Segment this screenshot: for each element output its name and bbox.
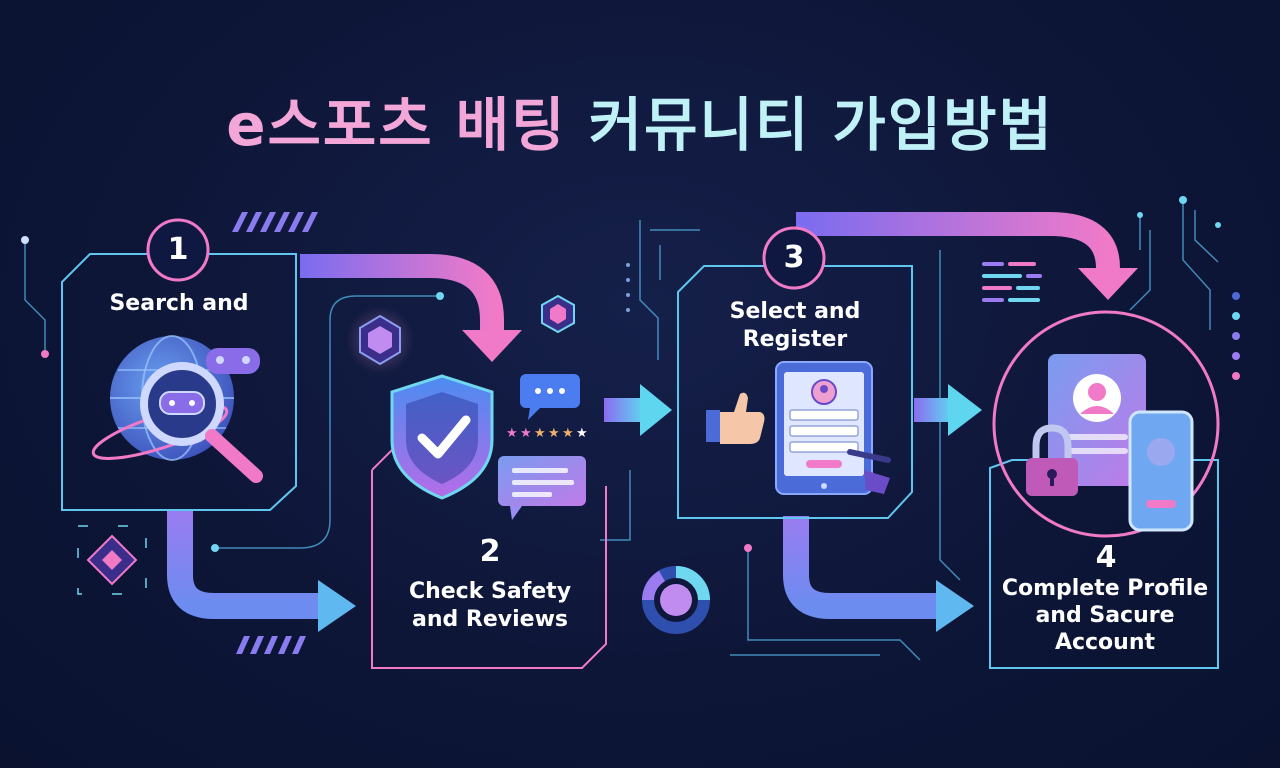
node-dot: [211, 544, 219, 552]
svg-text:★: ★: [576, 426, 588, 441]
profile-card-icon: [1048, 354, 1146, 486]
step4-label-line1: Complete Profile: [1001, 576, 1209, 601]
step1-number-circle: [146, 218, 210, 282]
ring-chart-icon: [642, 566, 710, 634]
lock-icon: [1026, 424, 1078, 496]
step4-number: 4: [1095, 540, 1117, 575]
rating-stars-icon: ★ ★ ★ ★ ★ ★: [506, 426, 588, 441]
page-title: e스포츠 배팅 커뮤니티 가입방법: [0, 78, 1280, 162]
bar-lines: [982, 262, 1042, 302]
node-dot: [21, 236, 29, 244]
step2-label-line1: Check Safety: [408, 579, 572, 604]
step1-frame: [61, 253, 297, 511]
chat-bubble-icon: [520, 374, 580, 420]
step3-label-line1: Select and: [729, 299, 861, 324]
svg-text:★: ★: [506, 426, 518, 441]
step1-label: Search and: [70, 290, 288, 318]
node-dot: [744, 544, 752, 552]
node-dot: [1137, 212, 1143, 218]
step3-number: 3: [783, 240, 805, 275]
svg-text:★: ★: [548, 426, 560, 441]
node-dot: [1215, 222, 1221, 228]
node-dot: [1179, 196, 1187, 204]
circuit-lines: [24, 200, 1219, 661]
title-part-pink: e스포츠 배팅: [226, 91, 567, 159]
step2-frame: [371, 470, 607, 669]
step4-label: Complete Profile and Sacure Account: [994, 576, 1216, 656]
step4-ring: [992, 310, 1220, 538]
step4-frame: [989, 459, 1219, 669]
thumbs-up-icon: [706, 392, 765, 444]
step2-number: 2: [479, 534, 501, 569]
diamond-target-icon: [77, 525, 147, 595]
tablet-form-icon: [775, 361, 891, 495]
step1-number: 1: [167, 232, 189, 267]
arrow-step2-to-step3: [604, 384, 672, 436]
gem-icon: [346, 306, 414, 374]
title-part-cyan: 커뮤니티 가입방법: [588, 91, 1054, 159]
svg-text:★: ★: [534, 426, 546, 441]
review-bubble-icon: [498, 456, 586, 520]
step2-label: Check Safety and Reviews: [380, 578, 600, 633]
step3-label: Select and Register: [686, 298, 904, 353]
dot-column: [626, 263, 630, 312]
step3-label-line2: Register: [742, 326, 848, 352]
arrow-step3-mid: [914, 384, 982, 436]
arrow-step1-bottom: [167, 510, 356, 632]
step4-label-line2: and Sacure: [1035, 602, 1175, 628]
node-dot: [41, 350, 49, 358]
arrow-step3-to-step4: [796, 212, 1138, 300]
node-dot: [436, 292, 444, 300]
step2-label-line2: and Reviews: [412, 606, 568, 632]
step4-label-line3: Account: [1054, 629, 1156, 655]
dot-column-right: [1232, 292, 1240, 380]
hatch-top: [232, 212, 318, 232]
gem-icon-small: [541, 294, 575, 334]
arrow-step1-to-step2: [300, 254, 522, 362]
step3-number-circle: [762, 226, 826, 290]
svg-text:★: ★: [562, 426, 574, 441]
svg-text:★: ★: [520, 426, 532, 441]
step3-frame: [677, 265, 913, 519]
arrow-step3-bottom: [783, 516, 974, 632]
smartphone-icon: [1128, 410, 1194, 532]
hatch-bottom: [236, 636, 306, 654]
shield-check-icon: [390, 374, 494, 500]
step1-label-text: Search and: [109, 291, 249, 316]
globe-search-icon: [91, 335, 263, 483]
